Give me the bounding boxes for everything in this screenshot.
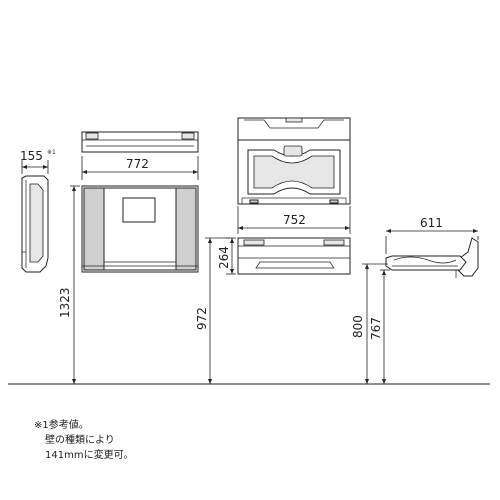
dim-155-mark: ※1 <box>47 149 56 156</box>
dim-264-label: 264 <box>217 246 231 269</box>
top-view-opened <box>237 117 351 205</box>
footnote: ※1参考値。 壁の種類により 141mmに変更可。 <box>34 418 134 463</box>
footnote-line-3: 141mmに変更可。 <box>45 450 134 461</box>
dim-1323: 1323 <box>58 185 80 384</box>
dim-772: 772 <box>81 156 199 180</box>
dim-972: 972 <box>195 237 230 384</box>
dim-752-label: 752 <box>283 213 306 227</box>
footnote-line-1: ※1参考値。 <box>34 418 134 433</box>
dim-264: 264 <box>217 237 236 275</box>
side-view-folded <box>21 175 49 273</box>
dim-767-label: 767 <box>369 317 383 340</box>
dim-752: 752 <box>237 206 351 234</box>
footnote-text-1: 参考値。 <box>48 420 89 431</box>
dim-155-label: 155 <box>20 149 43 163</box>
dim-155: 155 ※1 <box>20 149 56 174</box>
dim-611-label: 611 <box>420 216 443 230</box>
footnote-mark: ※1 <box>34 420 49 431</box>
dim-1323-label: 1323 <box>58 287 72 318</box>
dim-800-label: 800 <box>351 315 365 338</box>
front-view-opened <box>237 237 351 275</box>
footnote-line-2: 壁の種類により <box>45 435 115 446</box>
dim-972-label: 972 <box>195 307 209 330</box>
dim-772-label: 772 <box>126 157 149 171</box>
dim-767: 767 <box>369 269 390 384</box>
side-view-opened <box>385 237 479 278</box>
dim-611: 611 <box>385 216 479 254</box>
front-view-folded <box>81 185 199 273</box>
top-view-folded <box>81 131 199 153</box>
dim-800: 800 <box>351 263 388 384</box>
